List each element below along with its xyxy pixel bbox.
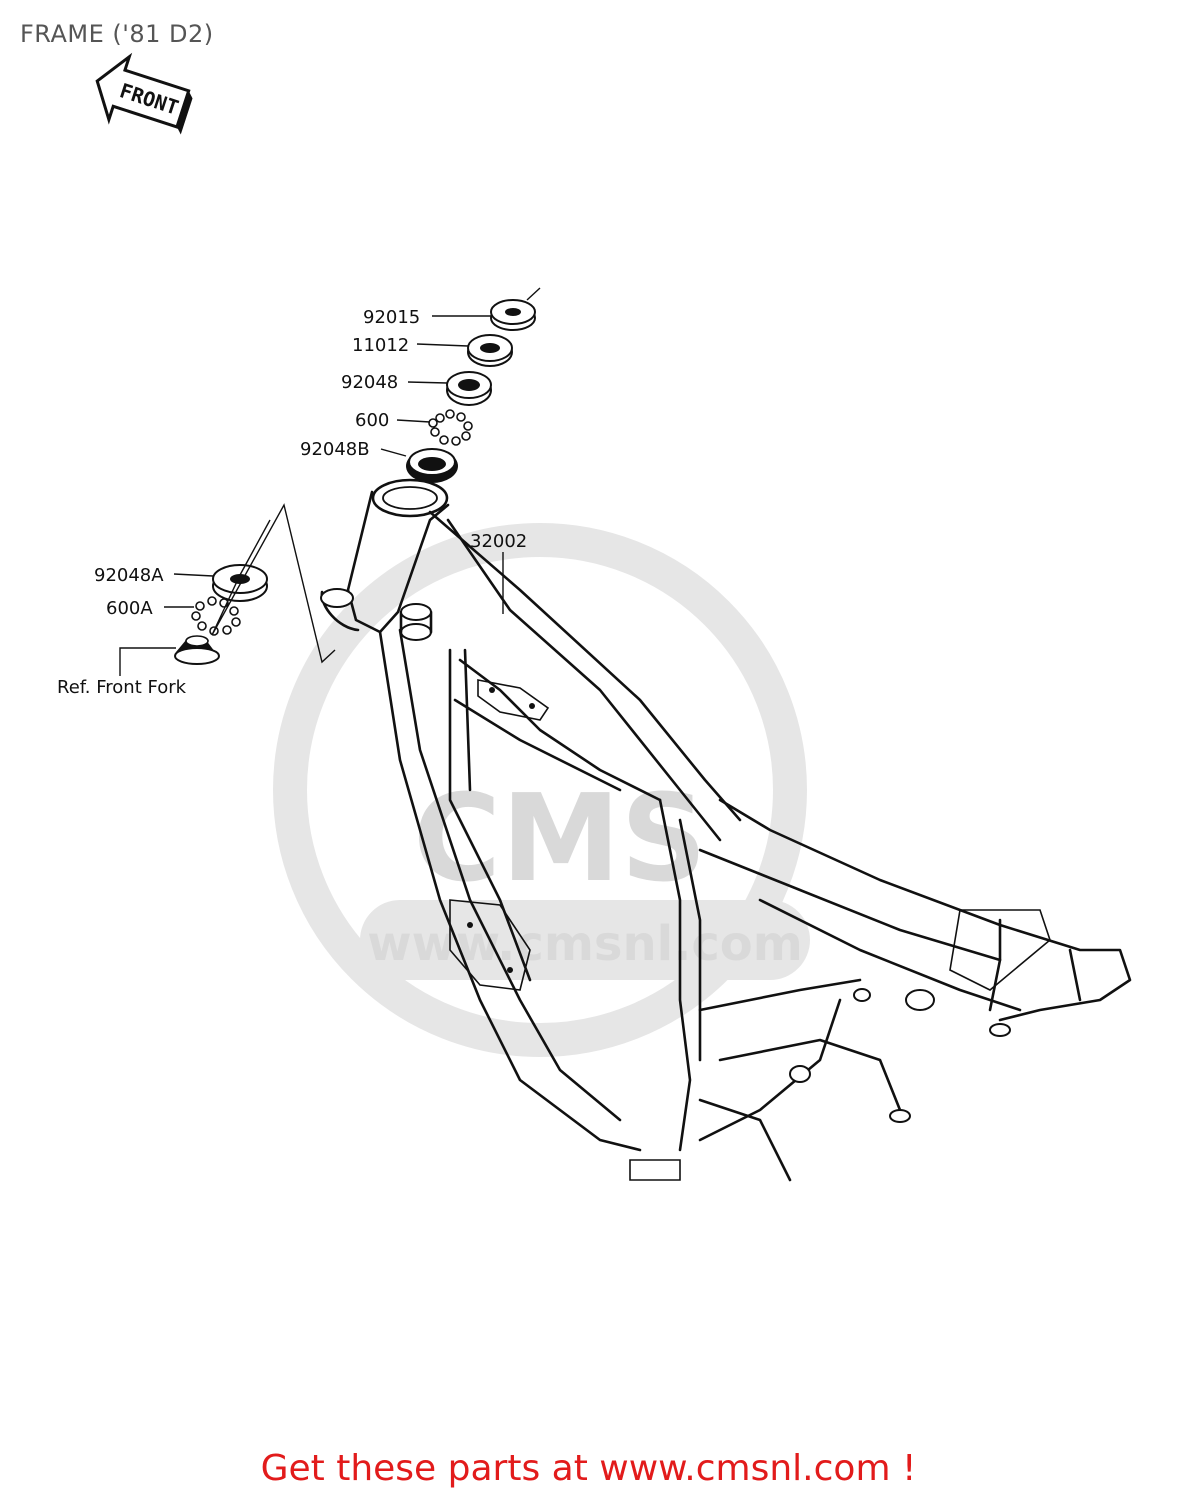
fork-stem-cone [174,635,220,665]
lower-steel-balls [191,596,241,636]
page-title: FRAME ('81 D2) [20,20,214,48]
label-11012: 11012 [352,335,409,356]
label-ref-front-fork: Ref. Front Fork [57,677,187,698]
footer-link[interactable]: Get these parts at www.cmsnl.com ! [260,1448,917,1489]
label-32002: 32002 [470,531,527,552]
label-600: 600 [355,410,389,431]
lower-inner-race [212,564,268,602]
steering-axis-line [211,503,336,664]
part-labels: 92015 11012 92048 600 92048B 32002 92048… [57,307,527,698]
upper-bearing-race [446,371,492,406]
label-92048A: 92048A [94,565,164,586]
label-600A: 600A [106,598,153,619]
upper-outer-race [406,448,458,483]
motorcycle-frame [320,478,1132,1182]
leader-lines [119,315,504,676]
steering-stem-nut [490,287,541,331]
watermark-logo: CMS [413,770,707,909]
label-92048: 92048 [341,372,398,393]
upper-steel-balls [428,409,473,446]
front-arrow-icon: FRONT [95,52,193,135]
label-92048B: 92048B [300,439,370,460]
label-92015: 92015 [363,307,420,328]
watermark-url: www.cmsnl.com [367,916,803,972]
top-race-cap [467,334,513,367]
watermark: CMS www.cmsnl.com [273,523,810,1057]
